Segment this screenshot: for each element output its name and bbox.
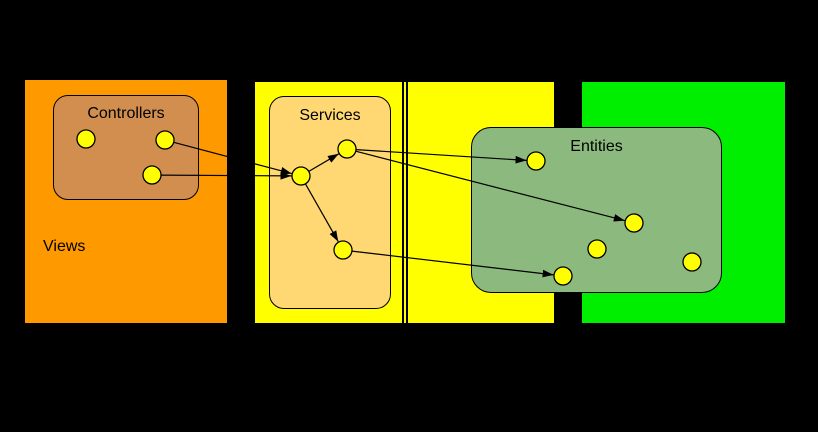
controllers-label: Controllers <box>87 105 165 122</box>
services-label: Services <box>299 107 361 124</box>
entities-label: Entities <box>570 138 623 155</box>
layer-divider-line-right <box>406 82 408 323</box>
views-label: Views <box>43 238 86 255</box>
layer-divider-line-left <box>402 82 404 323</box>
services-box <box>269 96 391 309</box>
